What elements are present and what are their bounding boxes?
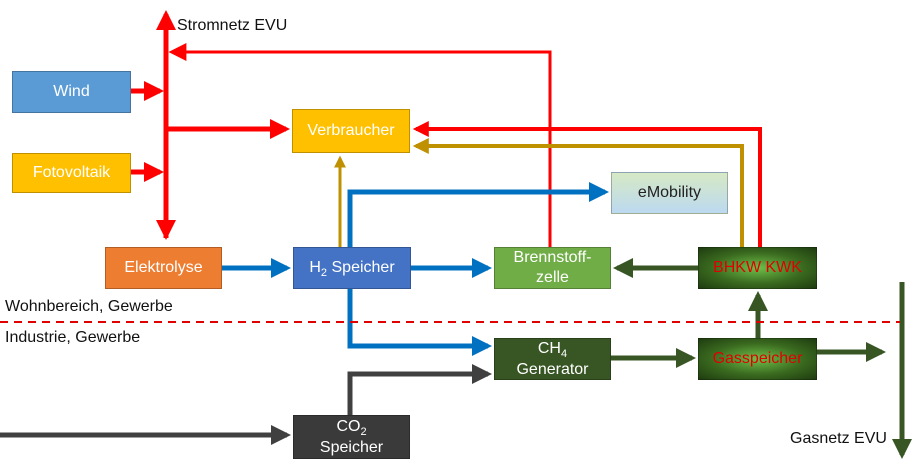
co2-line1: CO2 <box>336 417 366 438</box>
co2-speicher-box: CO2 Speicher <box>293 415 410 459</box>
industrie-label: Industrie, Gewerbe <box>5 329 141 346</box>
h2-subscript: 2 <box>320 266 328 279</box>
bhkw-to-consumer-arrow <box>412 121 762 247</box>
elektrolyse-box: Elektrolyse <box>105 247 222 289</box>
wind-box: Wind <box>12 71 131 113</box>
ch4-subscript: 4 <box>560 347 568 360</box>
emobility-box: eMobility <box>611 172 728 214</box>
h2-prefix: H <box>309 258 321 276</box>
emobility-label: eMobility <box>637 184 702 201</box>
stromnetz-label: Stromnetz EVU <box>177 17 288 34</box>
co2-prefix: CO <box>336 417 361 435</box>
verbraucher-box: Verbraucher <box>292 109 410 153</box>
h2-to-emobility-arrow <box>347 182 609 247</box>
wind-label: Wind <box>53 83 90 100</box>
h2-suffix: Speicher <box>327 258 395 276</box>
ch4-line2: Generator <box>516 360 589 378</box>
ch4-line1: CH4 <box>538 339 567 360</box>
co2-line2: Speicher <box>319 438 384 456</box>
gasnetz-label: Gasnetz EVU <box>790 430 887 447</box>
fotovoltaik-label: Fotovoltaik <box>32 164 111 181</box>
bhkw-label: BHKW KWK <box>713 259 802 276</box>
h2-speicher-label: H2 Speicher <box>309 258 394 279</box>
fotovoltaik-box: Fotovoltaik <box>12 153 131 193</box>
fuelcell-to-grid-arrow <box>168 43 552 247</box>
brennstoffzelle-box: Brennstoff- zelle <box>494 247 611 289</box>
bhkw-kwk-box: BHKW KWK <box>698 247 817 289</box>
h2-speicher-box: H2 Speicher <box>293 247 411 289</box>
wohnbereich-label: Wohnbereich, Gewerbe <box>5 298 173 315</box>
ch4-prefix: CH <box>537 339 561 357</box>
brennstoffzelle-line2: zelle <box>536 269 569 286</box>
co2-subscript: 2 <box>360 425 367 438</box>
h2-to-ch4-arrow <box>347 289 492 356</box>
brennstoffzelle-line1: Brennstoff- <box>513 249 592 266</box>
verbraucher-label: Verbraucher <box>307 122 395 139</box>
co2-to-ch4-arrow <box>347 364 492 415</box>
ch4-generator-box: CH4 Generator <box>494 338 611 380</box>
bhkw-heat-to-consumer-arrow <box>412 138 744 247</box>
elektrolyse-label: Elektrolyse <box>124 259 203 276</box>
gasspeicher-box: Gasspeicher <box>698 338 817 380</box>
gasspeicher-label: Gasspeicher <box>712 350 803 367</box>
